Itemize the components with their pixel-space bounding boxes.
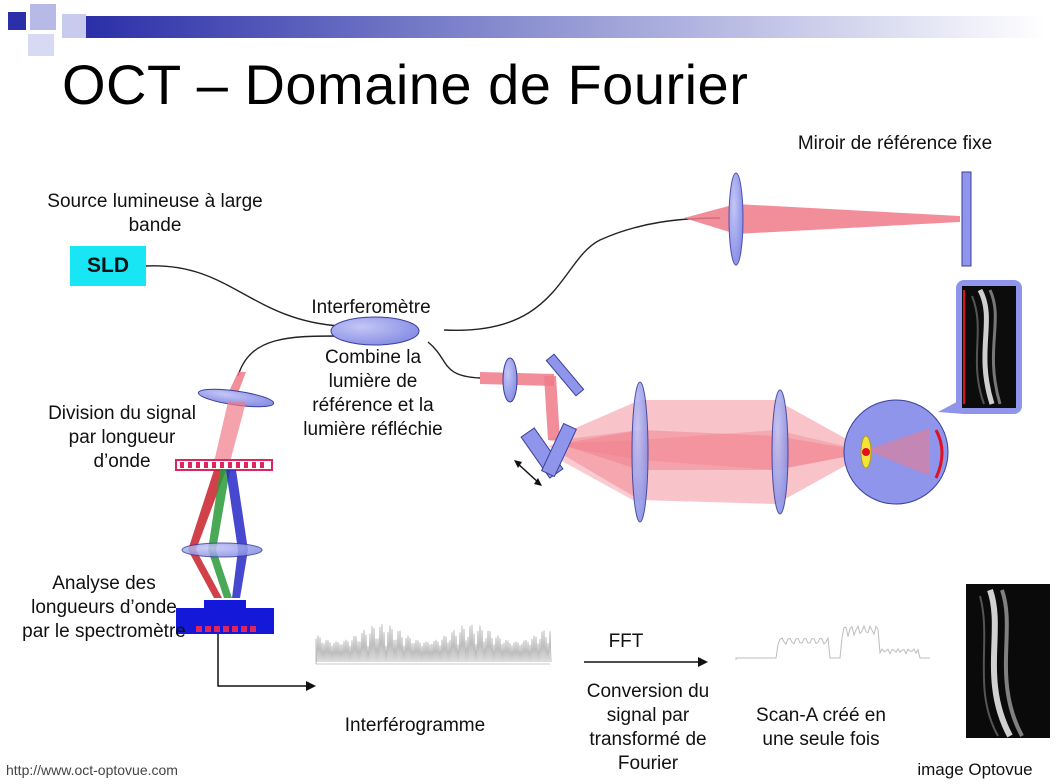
reference-lens	[728, 172, 744, 266]
retina-arc	[934, 429, 944, 479]
scan-lens-1	[631, 381, 649, 523]
fft-label: FFT	[608, 631, 644, 652]
division-label: Division du signal par longueur d’onde	[48, 403, 196, 472]
interferogram-label: Interférogramme	[344, 715, 486, 736]
mirror-label: Miroir de référence fixe	[797, 133, 993, 154]
source-url[interactable]: http://www.oct-optovue.com	[6, 762, 178, 778]
image-credit: image Optovue	[917, 760, 1033, 779]
collimator-lens	[502, 357, 518, 403]
spectrometer-arm	[175, 372, 316, 691]
retina-scan-thumbnail	[956, 280, 1022, 414]
combine-label: Combine la lumière de référence et la lu…	[303, 347, 443, 440]
analyse-label: Analyse des longueurs d’onde par le spec…	[22, 573, 186, 642]
source-label: Source lumineuse à large bande	[47, 191, 263, 236]
reference-beam	[684, 171, 972, 267]
scan-mirror-1	[545, 353, 585, 397]
a-scan-signal	[735, 624, 930, 660]
scan-lens-2	[771, 389, 789, 515]
eye	[843, 398, 964, 505]
sample-arm	[480, 353, 940, 523]
optovue-image	[966, 584, 1050, 738]
header-decoration	[8, 4, 1046, 56]
galvo-mirror-2	[541, 422, 577, 478]
sld-box: SLD	[70, 246, 146, 286]
slide-title: OCT – Domaine de Fourier	[62, 53, 749, 116]
fft-arrow	[584, 657, 708, 667]
reference-mirror	[961, 171, 972, 267]
interferometer-label: Interferomètre	[311, 297, 431, 318]
interferometer-coupler	[330, 316, 420, 346]
interferogram-signal	[315, 624, 552, 665]
focusing-lens	[181, 542, 263, 558]
scan-a-label: Scan-A créé en une seule fois	[756, 705, 886, 750]
conversion-label: Conversion du signal par transformé de F…	[586, 681, 710, 774]
fiber-lines	[145, 217, 721, 379]
